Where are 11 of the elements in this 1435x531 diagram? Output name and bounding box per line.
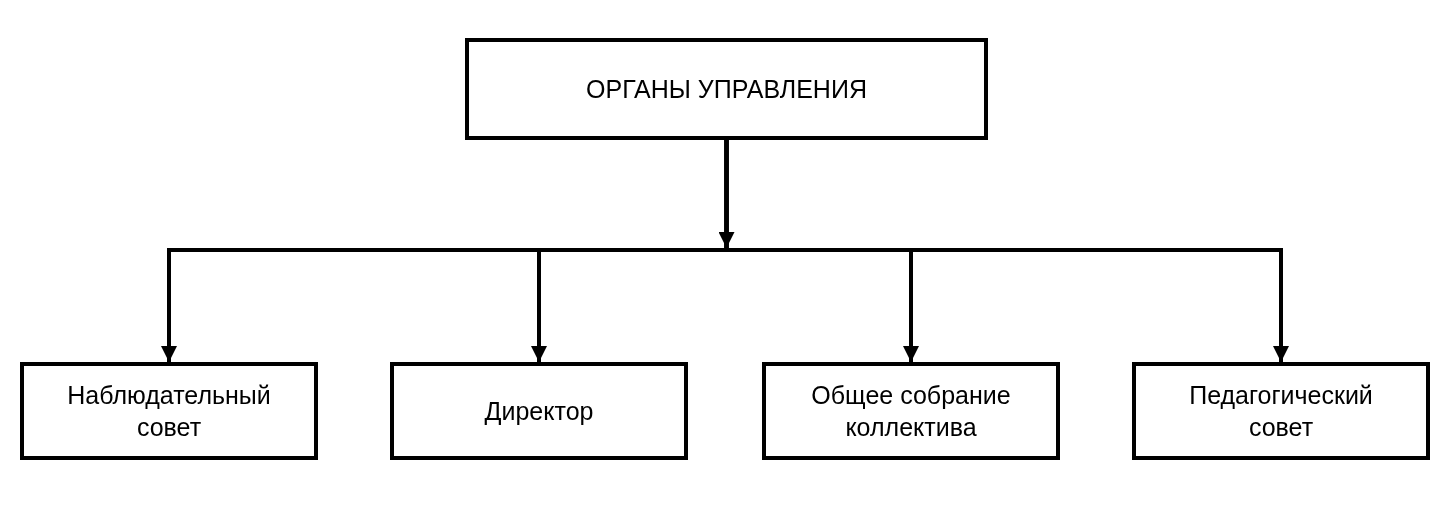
- box-label: ОРГАНЫ УПРАВЛЕНИЯ: [585, 73, 868, 105]
- org-unit-box: [762, 362, 1060, 460]
- box-label: Общее собрание коллектива: [810, 379, 1012, 443]
- arrow: [724, 140, 1289, 362]
- org-unit-box: [390, 362, 688, 460]
- heading-box: [465, 38, 988, 140]
- org-unit-box: [1132, 362, 1430, 460]
- box-label: Педагогический совет: [1188, 379, 1374, 443]
- box-label: Наблюдательный совет: [66, 379, 272, 443]
- org-unit-box: [20, 362, 318, 460]
- box-label: Директор: [483, 395, 595, 427]
